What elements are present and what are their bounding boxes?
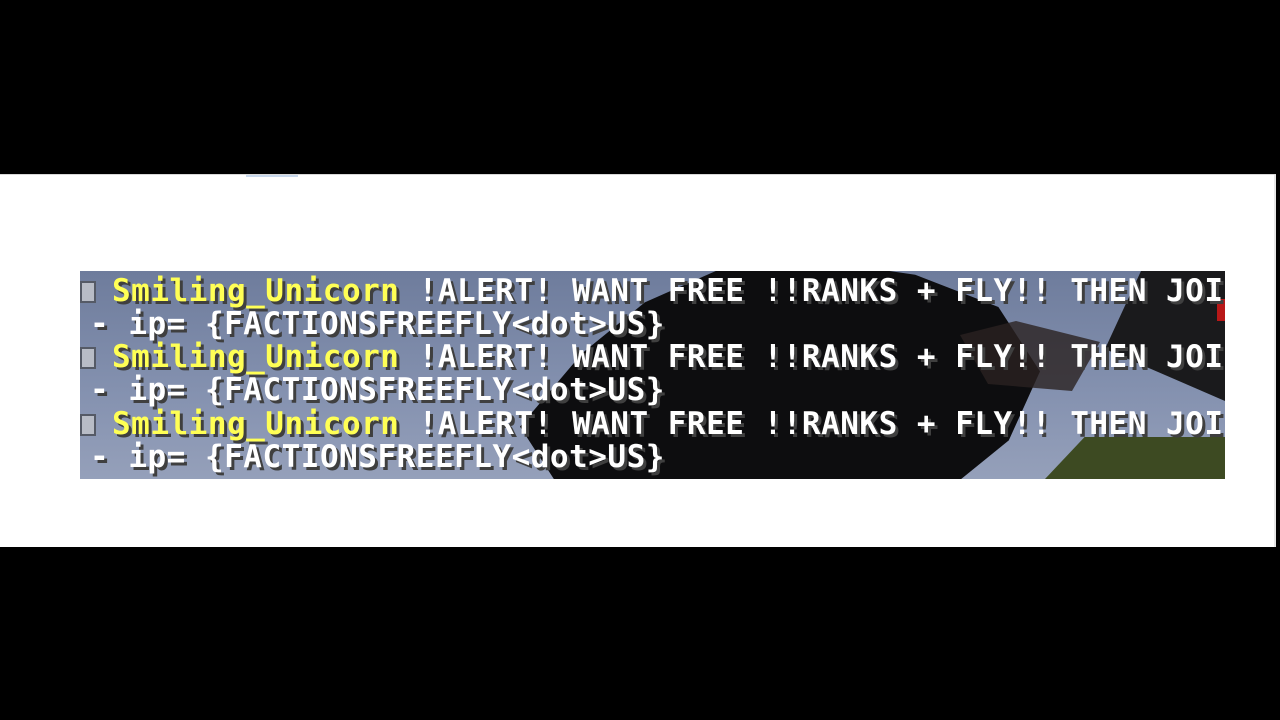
white-panel: ᐧᐧ ᐧᐧᐧᐧᐧᐧᐧ ᐧᐧ ᐧᐧᐧᐧ Smiling_Unicorn !ALER…: [0, 174, 1276, 547]
chat-log: ᐧᐧ ᐧᐧᐧᐧᐧᐧᐧ ᐧᐧ ᐧᐧᐧᐧ Smiling_Unicorn !ALER…: [80, 271, 1225, 479]
message-text: !ALERT! WANT FREE !!RANKS + FLY!! THEN J…: [418, 406, 1225, 442]
chat-message-2: Smiling_Unicorn !ALERT! WANT FREE !!RANK…: [80, 341, 1225, 374]
chat-badge-icon: [80, 414, 96, 436]
sender-name: Smiling_Unicorn: [112, 339, 400, 375]
game-chat-screenshot: ᐧᐧ ᐧᐧᐧᐧᐧᐧᐧ ᐧᐧ ᐧᐧᐧᐧ Smiling_Unicorn !ALER…: [80, 271, 1225, 479]
sender-name: Smiling_Unicorn: [112, 406, 400, 442]
chat-continuation-2: - ip= {FACTIONSFREEFLY<dot>US}: [90, 372, 665, 408]
message-text: !ALERT! WANT FREE !!RANKS + FLY!! THEN J…: [418, 273, 1225, 309]
chat-badge-icon: [80, 347, 96, 369]
chat-badge-icon: [80, 281, 96, 303]
sender-name: Smiling_Unicorn: [112, 273, 400, 309]
chat-line-partial-bottom: ᐧᐧᐧᐧᐧ ᐧᐧᐧ ᐧ: [140, 469, 254, 480]
red-block: [1217, 299, 1225, 321]
chat-continuation-1: - ip= {FACTIONSFREEFLY<dot>US}: [90, 306, 665, 342]
message-text: !ALERT! WANT FREE !!RANKS + FLY!! THEN J…: [418, 339, 1225, 375]
panel-tick: [246, 175, 298, 177]
chat-message-3: Smiling_Unicorn !ALERT! WANT FREE !!RANK…: [80, 408, 1225, 441]
chat-message-1: Smiling_Unicorn !ALERT! WANT FREE !!RANK…: [80, 275, 1225, 308]
chat-continuation-3: - ip= {FACTIONSFREEFLY<dot>US}: [90, 439, 665, 475]
panel-right-edge: [1274, 175, 1276, 547]
chat-line-partial-top: ᐧᐧ ᐧᐧᐧᐧᐧᐧᐧ ᐧᐧ ᐧᐧᐧᐧ: [88, 271, 272, 284]
